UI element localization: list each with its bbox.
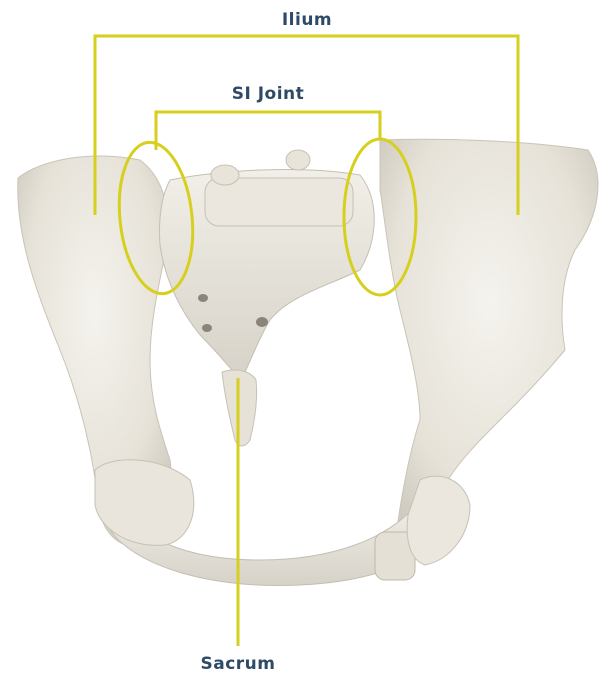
sacral-foramen	[202, 324, 212, 332]
sacrum-label: Sacrum	[201, 654, 276, 674]
pelvis-bone-illustration	[18, 139, 598, 585]
spinous-process	[286, 150, 310, 170]
articular-process	[211, 165, 239, 185]
si-joint-bracket	[156, 112, 380, 150]
right-ischium-bone	[407, 476, 470, 565]
right-ilium-bone	[380, 139, 598, 546]
sacral-foramen	[198, 294, 208, 302]
si-joint-label: SI Joint	[232, 84, 305, 104]
ilium-label: Ilium	[282, 10, 332, 30]
sacral-foramen	[256, 317, 268, 327]
